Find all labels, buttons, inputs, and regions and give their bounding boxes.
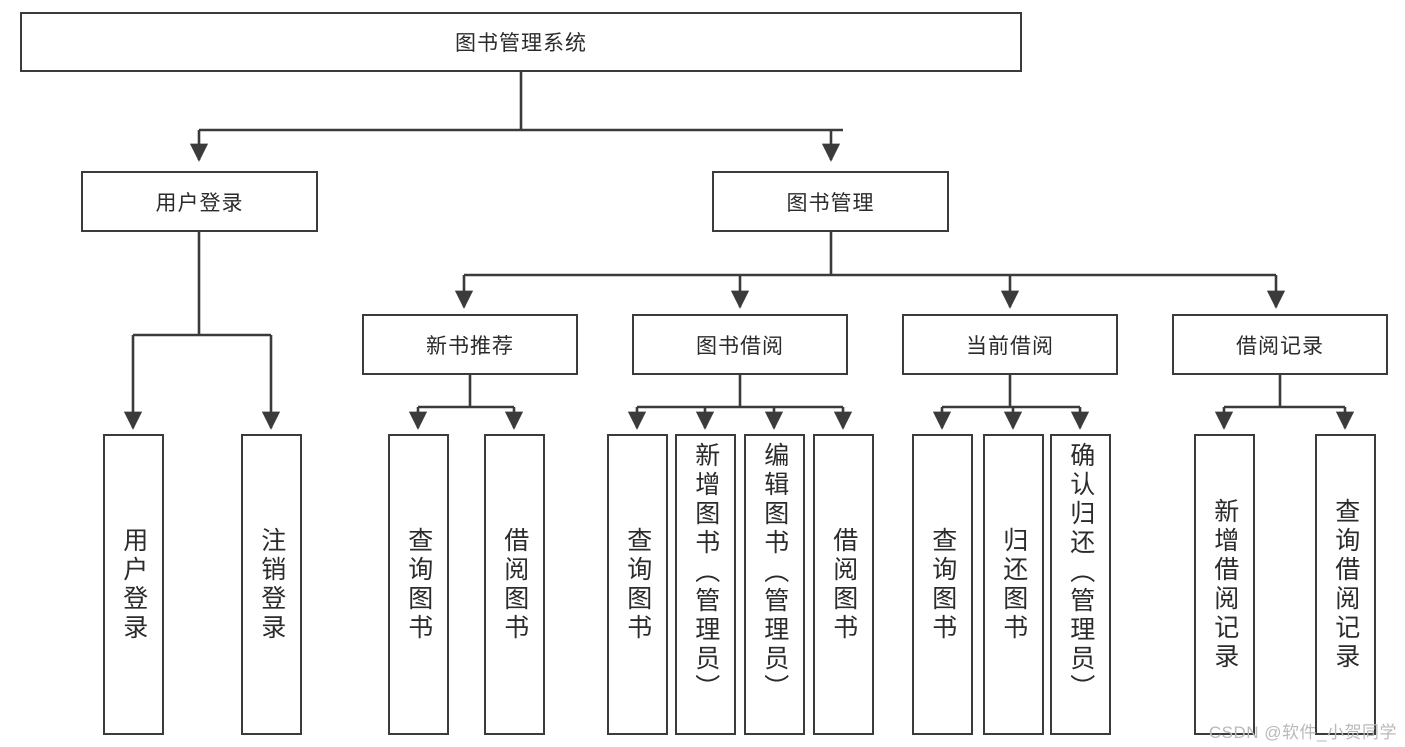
node-book-manage-label: 图书管理 (786, 191, 875, 215)
node-leaf-query-book-2[interactable]: 查询图书 (607, 434, 668, 735)
watermark-text: CSDN @软件_小贺同学 (1208, 723, 1397, 742)
node-leaf-confirm-return[interactable]: 确认归还（管理员） (1050, 434, 1111, 735)
node-leaf-borrow-book-1[interactable]: 借阅图书 (484, 434, 545, 735)
node-leaf-return-book-label: 归还图书 (999, 526, 1028, 643)
node-leaf-add-book[interactable]: 新增图书（管理员） (675, 434, 736, 735)
node-new-book-recommend[interactable]: 新书推荐 (362, 314, 578, 375)
node-leaf-query-book-3[interactable]: 查询图书 (912, 434, 973, 735)
node-leaf-borrow-book-2-label: 借阅图书 (829, 526, 858, 643)
node-book-borrow[interactable]: 图书借阅 (632, 314, 848, 375)
node-leaf-query-book-1-label: 查询图书 (404, 526, 433, 643)
node-leaf-borrow-book-1-label: 借阅图书 (500, 526, 529, 643)
node-leaf-add-book-label: 新增图书（管理员） (691, 442, 720, 703)
node-root-label: 图书管理系统 (455, 32, 587, 55)
node-leaf-user-login-label: 用户登录 (119, 526, 148, 643)
node-leaf-edit-book[interactable]: 编辑图书（管理员） (744, 434, 805, 735)
node-leaf-query-book-1[interactable]: 查询图书 (388, 434, 449, 735)
node-root[interactable]: 图书管理系统 (20, 12, 1022, 72)
node-leaf-query-book-2-label: 查询图书 (623, 526, 652, 643)
node-current-borrow-label: 当前借阅 (966, 334, 1054, 358)
node-leaf-user-logout[interactable]: 注销登录 (241, 434, 302, 735)
node-leaf-user-login[interactable]: 用户登录 (103, 434, 164, 735)
node-leaf-confirm-return-label: 确认归还（管理员） (1066, 442, 1095, 703)
node-current-borrow[interactable]: 当前借阅 (902, 314, 1118, 375)
node-book-borrow-label: 图书借阅 (696, 334, 784, 358)
node-leaf-add-record-label: 新增借阅记录 (1210, 497, 1239, 672)
node-leaf-edit-book-label: 编辑图书（管理员） (760, 442, 789, 703)
node-new-book-recommend-label: 新书推荐 (426, 334, 514, 358)
node-borrow-record-label: 借阅记录 (1236, 334, 1324, 358)
node-user-login-label: 用户登录 (155, 191, 244, 215)
node-borrow-record[interactable]: 借阅记录 (1172, 314, 1388, 375)
node-leaf-add-record[interactable]: 新增借阅记录 (1194, 434, 1255, 735)
node-leaf-return-book[interactable]: 归还图书 (983, 434, 1044, 735)
node-leaf-query-book-3-label: 查询图书 (928, 526, 957, 643)
node-user-login[interactable]: 用户登录 (81, 171, 318, 232)
node-leaf-borrow-book-2[interactable]: 借阅图书 (813, 434, 874, 735)
node-leaf-query-record[interactable]: 查询借阅记录 (1315, 434, 1376, 735)
node-book-manage[interactable]: 图书管理 (712, 171, 949, 232)
node-leaf-user-logout-label: 注销登录 (257, 526, 286, 643)
node-leaf-query-record-label: 查询借阅记录 (1331, 497, 1360, 672)
